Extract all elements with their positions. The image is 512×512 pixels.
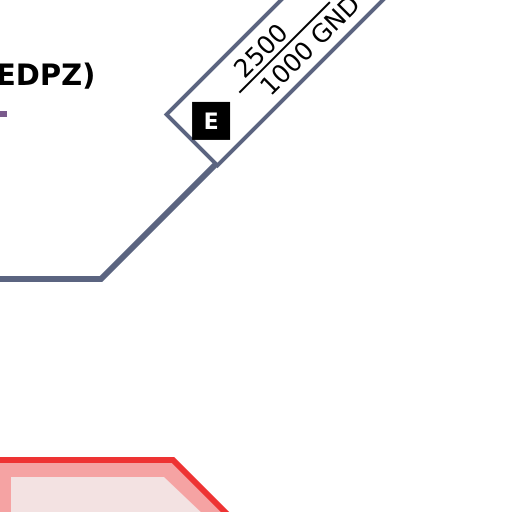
restricted-area [0,457,230,512]
airspace-label-box: E 2500 1000 GND [163,0,454,169]
limit-divider-line [238,1,331,94]
class-e-badge-icon: E [192,101,231,140]
restricted-area-edge [0,457,230,512]
airspace-class-letter: E [204,110,219,135]
class-badge-square [192,101,231,140]
restricted-area-fill [11,477,201,512]
purple-marker-icon [0,111,7,117]
airspace-name-label: EDPZ) [0,58,95,92]
airspace-boundary-line [0,162,218,282]
